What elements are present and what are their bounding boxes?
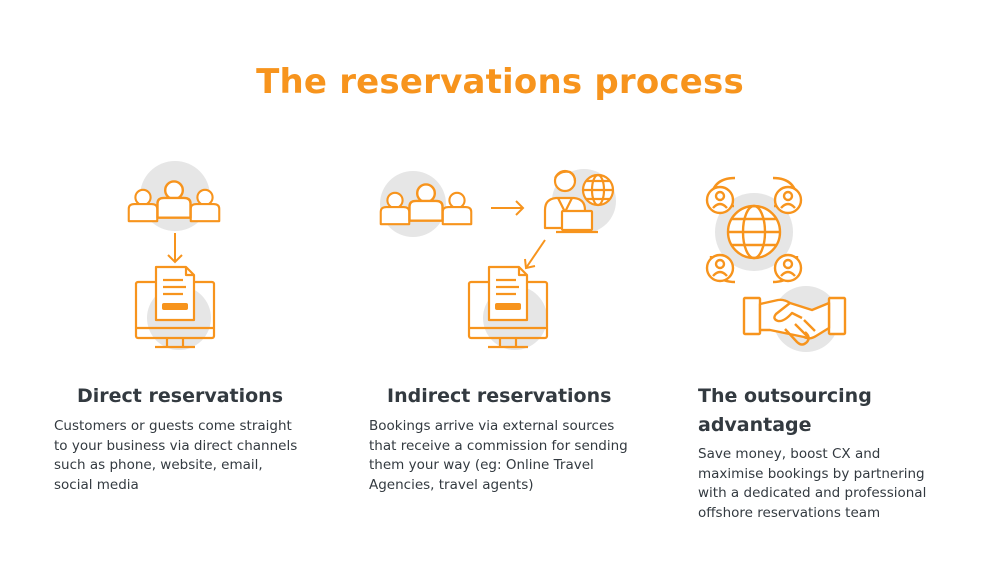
direct-computer-document-icon <box>134 265 216 350</box>
indirect-people-icon <box>379 171 473 237</box>
outsourcing-advantage-description: Save money, boost CX and maximise bookin… <box>698 446 927 521</box>
indirect-reservations-heading: Indirect reservations <box>387 385 612 407</box>
arrow-down-icon <box>167 233 183 264</box>
indirect-reservations-description: Bookings arrive via external sources tha… <box>369 418 628 493</box>
direct-reservations-description: Customers or guests come straight to you… <box>54 418 298 493</box>
page-title: The reservations process <box>256 62 744 102</box>
outsourcing-advantage-heading: The outsourcing advantage <box>698 385 872 436</box>
indirect-computer-document-icon <box>467 265 549 350</box>
arrow-down-left-icon <box>524 239 546 270</box>
arrow-right-icon <box>491 200 525 216</box>
direct-reservations-heading: Direct reservations <box>77 385 284 407</box>
direct-people-icon <box>127 161 221 231</box>
handshake-icon <box>742 286 847 352</box>
global-network-icon <box>705 176 803 284</box>
agent-laptop-globe-icon <box>543 169 616 234</box>
